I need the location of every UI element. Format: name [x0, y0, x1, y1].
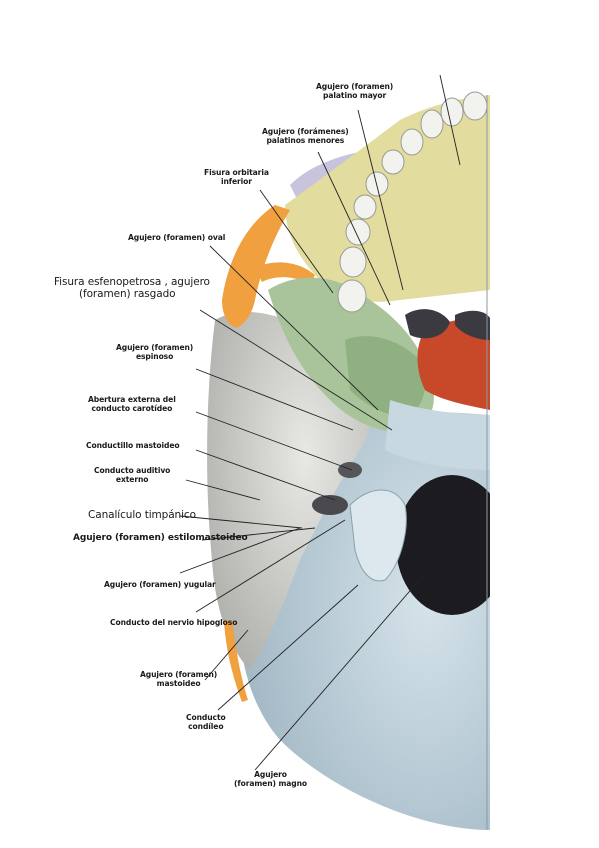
carotid-canal [338, 462, 362, 478]
zygomatic-rim-lower [224, 620, 248, 702]
choana-left [405, 309, 450, 339]
vomer [417, 317, 490, 410]
label-agujero-oval: Agujero (foramen) oval [128, 233, 226, 242]
label-conducto-hipogloso: Conducto del nervio hipogloso [110, 618, 238, 627]
label-canaliculo-timpanico: Canalículo timpánico [88, 509, 196, 521]
choana-right [455, 310, 490, 340]
label-palatinos-menores: Agujero (forámenes) palatinos menores [262, 127, 349, 145]
label-agujero-estilomastoideo: Agujero (foramen) estilomastoideo [73, 533, 248, 543]
label-fisura-esfenopetrosa: Fisura esfenopetrosa , agujero (foramen)… [54, 276, 210, 300]
label-conducto-auditivo: Conducto auditivo externo [94, 466, 171, 484]
label-conducto-condileo: Conducto condíleo [186, 713, 226, 731]
teeth-row [337, 91, 488, 313]
label-conducto-carotideo: Abertura externa del conducto carotídeo [88, 395, 176, 413]
label-agujero-espinoso: Agujero (foramen) espinoso [116, 343, 194, 361]
basilar-part [385, 400, 490, 470]
label-agujero-yugular: Agujero (foramen) yugular [104, 580, 216, 589]
label-conductillo-mastoideo: Conductillo mastoideo [86, 441, 180, 450]
label-agujero-mastoideo: Agujero (foramen) mastoideo [140, 670, 218, 688]
label-fisura-orbitaria: Fisura orbitaria inferior [204, 168, 269, 186]
temporal-bone [207, 311, 371, 670]
occipital-condyle [349, 489, 407, 582]
leader-lines [179, 74, 461, 771]
label-agujero-magno: Agujero (foramen) magno [234, 770, 308, 788]
foramen-magnum [396, 475, 490, 615]
label-palatino-mayor: Agujero (foramen) palatino mayor [316, 82, 394, 100]
zygomatic-arch [222, 205, 290, 328]
jugular-foramen [312, 495, 348, 515]
maxilla-bone [285, 95, 490, 302]
sphenoid-wing [345, 336, 426, 416]
